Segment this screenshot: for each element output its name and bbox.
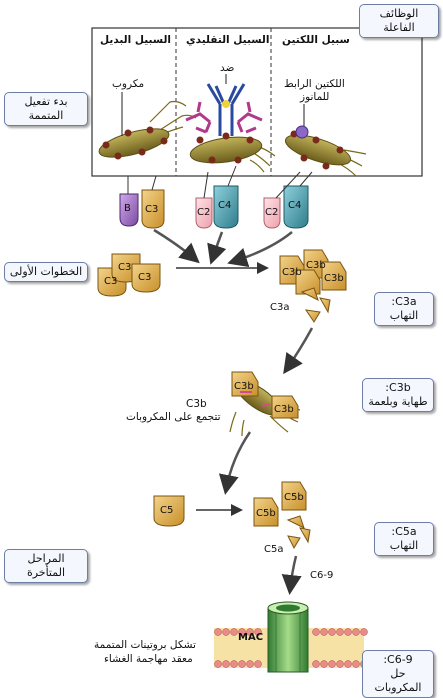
label-c2-lectin: C2: [265, 207, 279, 218]
label-c4-lectin: C4: [288, 200, 302, 211]
stage-initiation: بدء تفعيل المتممة: [4, 92, 88, 126]
function-c3a-desc: التهاب: [389, 309, 419, 322]
protein-c4-classical: [213, 185, 239, 229]
function-c3b-title: C3b:: [385, 381, 411, 394]
arrow-lectin: [227, 231, 293, 268]
function-c69-desc: حل المكروبات: [374, 667, 422, 694]
function-c69-title: C6-9:: [383, 653, 413, 666]
label-c3-2: C3: [118, 262, 132, 273]
label-c4-classical: C4: [218, 200, 232, 211]
label-c3b-1: C3b: [282, 267, 302, 278]
label-c3b-2: C3b: [306, 260, 326, 271]
c3b-opsonized-microbe: [229, 371, 301, 437]
label-c3a: C3a: [270, 302, 290, 313]
stage-early: الخطوات الأولى: [4, 262, 88, 282]
arrow-to-c5: [218, 431, 252, 495]
arrow-alt: [153, 228, 200, 264]
pathway-lectin-label: سبيل اللكتين: [282, 34, 350, 46]
label-c3-3: C3: [138, 272, 152, 283]
protein-c2-lectin: [263, 197, 281, 229]
c3-cluster: [97, 253, 161, 297]
effector-functions-header: الوظائف الفاعلة: [359, 4, 439, 38]
label-c3b-op-1: C3b: [234, 381, 254, 392]
c5b-cluster: [253, 481, 311, 550]
label-c5: C5: [160, 505, 174, 516]
arrow-to-opsonization: [283, 327, 314, 375]
mac-desc-2: معقد مهاجمة الغشاء: [104, 653, 193, 665]
microbe-alternative: [98, 92, 197, 160]
antibody-label: ضد: [220, 62, 235, 74]
stage-late: المراحل المتأخرة: [4, 549, 88, 583]
mbl-label-1: اللكتين الرابط: [284, 78, 345, 90]
protein-c4-lectin: [283, 185, 309, 229]
label-c3-1: C3: [104, 276, 118, 287]
antibody-icon: [185, 74, 263, 136]
pathway-alternative-label: السبيل البديل: [100, 34, 172, 46]
label-c69: C6-9: [310, 570, 334, 581]
arrow-to-mac: [281, 555, 302, 595]
mbl-label-2: للمانوز: [300, 91, 330, 103]
mac-pore: [267, 601, 309, 673]
pathway-classical-label: السبيل التقليدي: [186, 34, 270, 46]
label-c3-alt: C3: [145, 204, 159, 215]
label-c3b-3: C3b: [324, 273, 344, 284]
label-c3b-op-2: C3b: [274, 404, 294, 415]
c3b-deposit-label-1: C3b: [186, 398, 207, 410]
function-c5a-desc: التهاب: [389, 539, 419, 552]
function-c69: C6-9: حل المكروبات: [362, 650, 434, 698]
label-c5a: C5a: [264, 544, 284, 555]
mbl-icon: [295, 125, 309, 139]
c3b-deposit-label-2: تتجمع على المكروبات: [126, 411, 221, 423]
function-c3b: C3b: طهاية وبلعمة: [362, 378, 434, 412]
label-c2-classical: C2: [197, 207, 211, 218]
microbe-lectin: [284, 104, 367, 177]
function-c5a-title: C5a:: [391, 525, 417, 538]
function-c3a: C3a: التهاب: [374, 292, 434, 326]
mac-desc-1: تشكل بروتينات المتممة: [94, 639, 196, 651]
microbe-label: مكروب: [112, 78, 145, 90]
c3b-cluster: [279, 249, 347, 323]
label-c5b-2: C5b: [284, 492, 304, 503]
protein-c3-alt: [141, 189, 165, 229]
label-c5b-1: C5b: [256, 508, 276, 519]
label-b: B: [124, 203, 131, 214]
c5-protein: [153, 495, 185, 527]
arrow-classical: [207, 231, 227, 265]
protein-b: [119, 193, 139, 227]
function-c3a-title: C3a:: [391, 295, 417, 308]
microbe-classical: [189, 132, 276, 173]
function-c3b-desc: طهاية وبلعمة: [368, 395, 428, 408]
protein-c2-classical: [195, 197, 213, 229]
label-mac: MAC: [238, 632, 264, 643]
function-c5a: C5a: التهاب: [374, 522, 434, 556]
